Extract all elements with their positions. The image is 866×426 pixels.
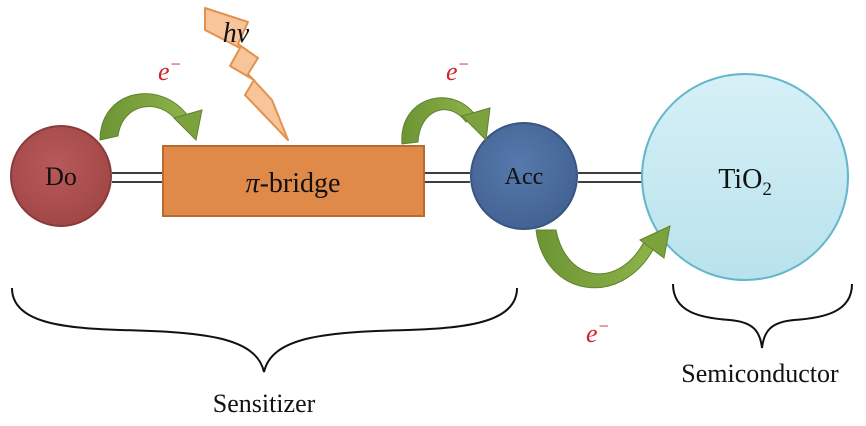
bond-acceptor-tio2 [578, 172, 642, 183]
sensitizer-brace [11, 287, 518, 373]
electron-arrow-donor-bridge [99, 93, 203, 142]
tio2-node: TiO2 [641, 73, 849, 281]
svg-text:TiO2: TiO2 [718, 164, 772, 200]
svg-text:hν: hν [223, 18, 250, 49]
donor-node: Do [10, 125, 112, 227]
tio2-subscript: 2 [762, 179, 772, 200]
electron-label-2: e− [446, 54, 470, 86]
semiconductor-brace [672, 283, 853, 349]
photon-lightning-icon: hν [204, 7, 289, 141]
electron-arrow-acceptor-tio2 [535, 225, 671, 289]
bond-donor-bridge [112, 172, 163, 183]
sensitizer-label: Sensitizer [213, 389, 316, 418]
bond-bridge-acceptor [424, 172, 470, 183]
donor-label: Do [45, 162, 77, 191]
acceptor-label: Acc [505, 164, 544, 190]
pi-symbol: π [246, 168, 261, 199]
photon-nu: ν [237, 18, 250, 49]
tio2-main: TiO [718, 164, 762, 195]
electron-label-1: e− [158, 54, 182, 86]
photon-h: h [223, 18, 237, 49]
svg-text:π-bridge: π-bridge [246, 168, 341, 199]
semiconductor-label: Semiconductor [681, 359, 839, 388]
electron-arrow-bridge-acceptor [401, 97, 491, 145]
pi-bridge-node: π-bridge [162, 145, 425, 217]
acceptor-node: Acc [470, 122, 578, 230]
bridge-label: -bridge [260, 168, 341, 199]
electron-label-3: e− [586, 316, 610, 348]
